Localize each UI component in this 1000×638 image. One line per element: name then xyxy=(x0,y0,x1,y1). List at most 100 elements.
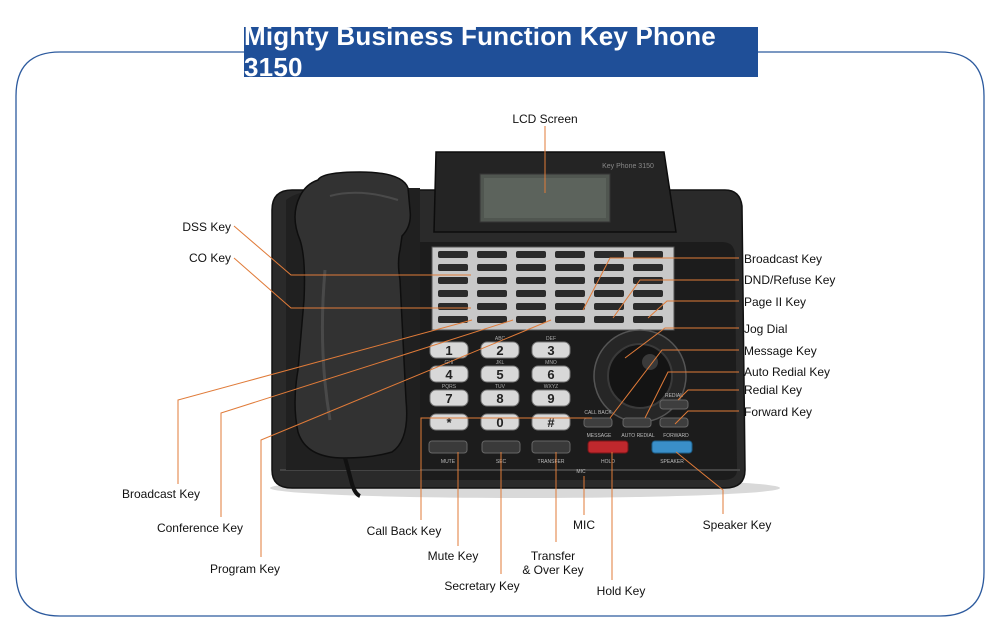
leader-dnd-refuse-key xyxy=(612,279,739,319)
leader-speaker-key xyxy=(675,451,724,514)
dial-key-number: * xyxy=(446,415,452,430)
dial-key-number: 5 xyxy=(496,367,503,382)
page-title: Mighty Business Function Key Phone 3150 xyxy=(244,21,758,82)
dss-key xyxy=(516,251,546,258)
dial-key-number: 9 xyxy=(547,391,554,406)
dial-key-letters: DEF xyxy=(546,336,556,342)
forward-key-shape xyxy=(659,417,689,428)
leader-co-key xyxy=(233,257,471,309)
leader-conference-key xyxy=(220,319,514,517)
redial-key-shape xyxy=(659,399,689,410)
dss-key xyxy=(633,251,663,258)
dss-key xyxy=(516,290,546,297)
dss-key xyxy=(633,290,663,297)
dss-key xyxy=(594,251,624,258)
forward-text: FORWARD xyxy=(663,433,689,439)
leader-page-ii-key xyxy=(647,300,739,319)
label-transfer-line2: & Over Key xyxy=(522,563,584,577)
dial-key-number: 1 xyxy=(445,343,452,358)
dss-key xyxy=(438,264,468,271)
dss-key xyxy=(516,277,546,284)
leader-lines xyxy=(177,126,739,580)
speaker-text: SPEAKER xyxy=(660,459,684,465)
label-hold-key: Hold Key xyxy=(596,584,646,598)
dial-key-letters: JKL xyxy=(496,360,505,366)
dss-key xyxy=(594,277,624,284)
dss-key xyxy=(516,303,546,310)
label-secretary-key: Secretary Key xyxy=(444,579,520,593)
leader-message-key xyxy=(609,349,739,419)
dss-key xyxy=(555,303,585,310)
label-broadcast-key-left: Broadcast Key xyxy=(121,487,201,501)
label-forward-key: Forward Key xyxy=(744,405,813,419)
dss-key xyxy=(594,264,624,271)
dss-key xyxy=(555,316,585,323)
leader-redial-key xyxy=(677,389,739,401)
dss-key xyxy=(516,316,546,323)
mute-key-shape xyxy=(428,440,468,454)
dial-key-number: 4 xyxy=(445,367,453,382)
label-mute-key: Mute Key xyxy=(427,549,479,563)
speaker-key-shape xyxy=(651,440,693,454)
dial-key-number: 8 xyxy=(496,391,503,406)
dial-key-letters: WXYZ xyxy=(544,384,558,390)
dial-key-number: # xyxy=(547,415,555,430)
label-redial-key: Redial Key xyxy=(744,383,803,397)
leader-jog-dial xyxy=(624,327,739,359)
dss-key xyxy=(555,251,585,258)
dss-key xyxy=(477,290,507,297)
mic-text: MIC xyxy=(576,469,586,475)
hold-key-shape xyxy=(587,440,629,454)
dial-key-number: 7 xyxy=(445,391,452,406)
dial-key-letters: TUV xyxy=(495,384,506,390)
dss-key xyxy=(438,290,468,297)
dss-key xyxy=(477,251,507,258)
dss-key xyxy=(438,251,468,258)
leader-auto-redial-key xyxy=(644,371,739,419)
label-dss-key: DSS Key xyxy=(182,220,231,234)
hold-text: HOLD xyxy=(601,459,615,465)
dss-key xyxy=(555,290,585,297)
dss-key xyxy=(594,290,624,297)
redial-text: REDIAL xyxy=(665,393,683,399)
message-text: MESSAGE xyxy=(587,433,612,439)
dss-key xyxy=(477,303,507,310)
dss-key xyxy=(438,277,468,284)
label-jog-dial: Jog Dial xyxy=(744,322,788,336)
auto-redial-text: AUTO REDIAL xyxy=(621,433,654,439)
dss-key xyxy=(438,316,468,323)
dial-key: # xyxy=(531,413,571,431)
dss-key xyxy=(438,303,468,310)
dss-key xyxy=(477,277,507,284)
dial-key-letters: ABC xyxy=(495,336,506,342)
auto-redial-key-shape xyxy=(622,417,652,428)
dss-key xyxy=(633,316,663,323)
handset xyxy=(294,171,412,459)
jog-dial xyxy=(607,343,673,409)
label-lcd-screen: LCD Screen xyxy=(512,112,578,126)
dss-key xyxy=(477,316,507,323)
label-co-key: CO Key xyxy=(188,251,231,265)
lcd-brand-text: Key Phone 3150 xyxy=(602,163,654,170)
leader-dss-key xyxy=(233,225,471,276)
label-program-key: Program Key xyxy=(209,562,281,576)
label-page-ii-key: Page II Key xyxy=(744,295,807,309)
dss-key xyxy=(477,264,507,271)
dial-key-letters: PQRS xyxy=(442,384,457,390)
label-call-back-key: Call Back Key xyxy=(366,524,442,538)
label-transfer-line1: Transfer xyxy=(530,549,576,563)
dss-key xyxy=(633,264,663,271)
dial-key-letters: GHI xyxy=(445,360,454,366)
dial-key-number: 6 xyxy=(547,367,554,382)
dss-key xyxy=(633,303,663,310)
dial-key: 1 xyxy=(429,341,469,359)
dial-key: 0 xyxy=(480,413,520,431)
label-speaker-key: Speaker Key xyxy=(702,518,772,532)
label-mic: MIC xyxy=(573,518,595,532)
